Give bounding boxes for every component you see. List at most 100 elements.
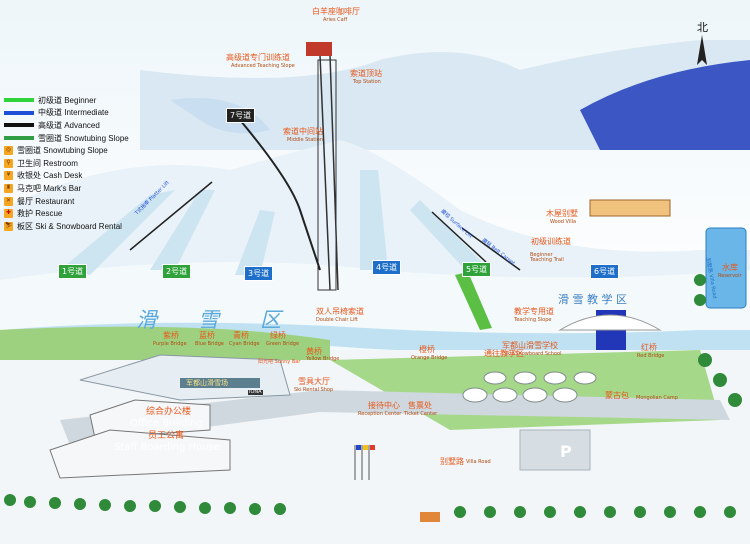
yellow-bridge-label-en: Yellow Bridge — [306, 356, 340, 362]
mongolian-yurts — [462, 371, 597, 403]
slope-3-sign[interactable]: 3号道 — [244, 266, 274, 281]
ski-area-label: 滑 雪 区 — [136, 308, 291, 332]
compass-needle — [697, 35, 707, 65]
tree-row — [4, 274, 742, 518]
access-road — [60, 390, 730, 445]
entrance-gate — [420, 512, 440, 522]
purple-bridge-label-en: Purple Bridge — [153, 341, 187, 347]
slope-4-run — [360, 170, 388, 270]
legend-restroom: ⚲卫生间 Restroom — [4, 157, 144, 170]
platter-lift-line — [129, 181, 213, 251]
legend-label: 救护 Rescue — [17, 209, 63, 219]
legend-label: 初级道 Beginner — [38, 95, 97, 105]
ticket-label[interactable]: 售票处 — [408, 401, 432, 410]
top-station-label: 索道顶站 — [350, 69, 382, 78]
legend-rental: ⛷ 板区 Ski & Snowboard Rental — [4, 220, 144, 233]
slope-6-sign[interactable]: 6号道 — [590, 264, 620, 279]
villa-road-label: 别墅路 — [440, 457, 464, 466]
blue-bridge-label-en: Blue Bridge — [195, 341, 224, 347]
belt-lift-line — [461, 227, 521, 271]
legend-rescue: ✚救护 Rescue — [4, 207, 144, 220]
ski-rental-label[interactable]: 雪具大厅 — [298, 377, 330, 386]
legend-label: 收银处 Cash Desk — [17, 171, 83, 181]
mongolian-label-en: Mongolian Camp — [636, 395, 678, 401]
legend-cash-desk: ¥ 收银处 Cash Desk — [4, 170, 144, 183]
red-bridge-label-en: Red Bridge — [637, 353, 665, 359]
legend-snowtubing: ◎ 雪圈道 Snowtubing Slope — [4, 144, 144, 157]
parking-lot — [519, 429, 591, 471]
staff-label: 员工公寓 — [148, 431, 185, 441]
map-legend: 初级道 Beginner 中级道 Intermediate 高级道 Advanc… — [4, 94, 144, 233]
cyan-bridge-label-en: Cyan Bridge — [229, 341, 260, 347]
chairlift-line-2 — [329, 54, 339, 291]
surface-lift-line — [431, 211, 487, 263]
top-station-label-en: Top Station — [353, 79, 381, 85]
purple-bridge-label: 紫桥 — [163, 331, 179, 340]
ski-school-label-en: Ski&Snowboard School — [504, 351, 562, 357]
ski-rental-label-en: Ski Rental Shop — [294, 387, 334, 393]
legend-swatch — [4, 98, 34, 103]
orange-bridge-label-en: Orange Bridge — [411, 355, 448, 361]
legend-beginner: 初级道 Beginner — [4, 94, 144, 107]
lodge-sign-text: 军都山滑雪场 — [186, 379, 228, 387]
cyan-bridge-label: 青桥 — [233, 331, 249, 340]
villa-road-label-en: Villa Road — [466, 459, 491, 465]
snowtubing-icon: ◎ — [4, 146, 13, 156]
cash-desk-icon: ¥ — [4, 171, 13, 181]
legend-label: 卫生间 Restroom — [17, 158, 78, 168]
bar-icon: ♜ — [4, 183, 13, 193]
reservoir-label-en: Reservoir — [718, 273, 742, 279]
office-label: 综合办公楼 — [146, 407, 192, 417]
slope-5-sign[interactable]: 5号道 — [462, 262, 492, 277]
legend-label: 餐厅 Restaurant — [17, 196, 75, 206]
middle-station-label: 索道中间站 — [283, 127, 323, 136]
lodge-sign — [180, 378, 260, 388]
legend-intermediate: 中级道 Intermediate — [4, 107, 144, 120]
wood-villa-label-en: Wood Villa — [550, 219, 577, 225]
slope-4-sign[interactable]: 4号道 — [372, 260, 402, 275]
green-bridge-label: 绿桥 — [270, 331, 286, 340]
slope-2-sign[interactable]: 2号道 — [162, 264, 192, 279]
staff-label-en: Staff Boarding House — [114, 442, 220, 453]
legend-snowtubing-line: 雪圈道 Snowtubing Slope — [4, 132, 144, 145]
to-teaching-area-label[interactable]: 通往教学区 — [484, 349, 524, 358]
legend-advanced: 高级道 Advanced — [4, 119, 144, 132]
legend-label: 马克吧 Mark's Bar — [17, 183, 82, 193]
reception-label[interactable]: 接待中心 — [368, 401, 400, 410]
chairlift-tower — [317, 59, 337, 291]
slope-7-sign[interactable]: 7号道 — [226, 108, 256, 123]
rental-icon: ⛷ — [4, 221, 13, 231]
beginner-trail-label: 初级训练道 — [531, 237, 571, 246]
slope-5-run — [410, 200, 490, 275]
main-lodge — [79, 354, 291, 401]
legend-label: 中级道 Intermediate — [38, 108, 109, 118]
chairlift-label: 双人吊椅索道 — [316, 307, 364, 316]
middle-station-label-en: Middle Station — [287, 137, 323, 143]
flag-yellow — [363, 445, 368, 450]
legend-label: 雪圈道 Snowtubing Slope — [17, 146, 108, 156]
ski-school-label: 军都山滑雪学校 — [502, 341, 558, 350]
flag-red — [370, 445, 375, 450]
legend-label: 板区 Ski & Snowboard Rental — [17, 221, 122, 231]
mongolian-label: 蒙古包 — [605, 391, 629, 400]
yellow-bridge-label: 黄桥 — [306, 347, 322, 356]
legend-swatch — [4, 123, 34, 128]
green-lawn — [0, 326, 330, 360]
reception-label-en: Reception Center — [358, 411, 402, 417]
reservoir-label: 水库 — [722, 263, 738, 272]
aries-cafe-label-en: Aries Caff — [323, 17, 348, 23]
beginner-trail-label-en: Beginner Teaching Trail — [530, 252, 564, 263]
slope-2-run — [150, 190, 215, 270]
slope-7-run — [239, 119, 321, 271]
slope-1-sign[interactable]: 1号道 — [58, 264, 88, 279]
blue-bridge-label: 蓝桥 — [199, 331, 215, 340]
slope-3-run — [235, 210, 275, 275]
advanced-teaching-label-en: Advanced Teaching Slope — [231, 63, 295, 69]
legend-swatch — [4, 136, 34, 141]
wood-villa — [589, 199, 671, 217]
parking-label: P — [560, 442, 572, 461]
slope-1-run — [60, 190, 175, 275]
staff-house — [49, 429, 231, 479]
